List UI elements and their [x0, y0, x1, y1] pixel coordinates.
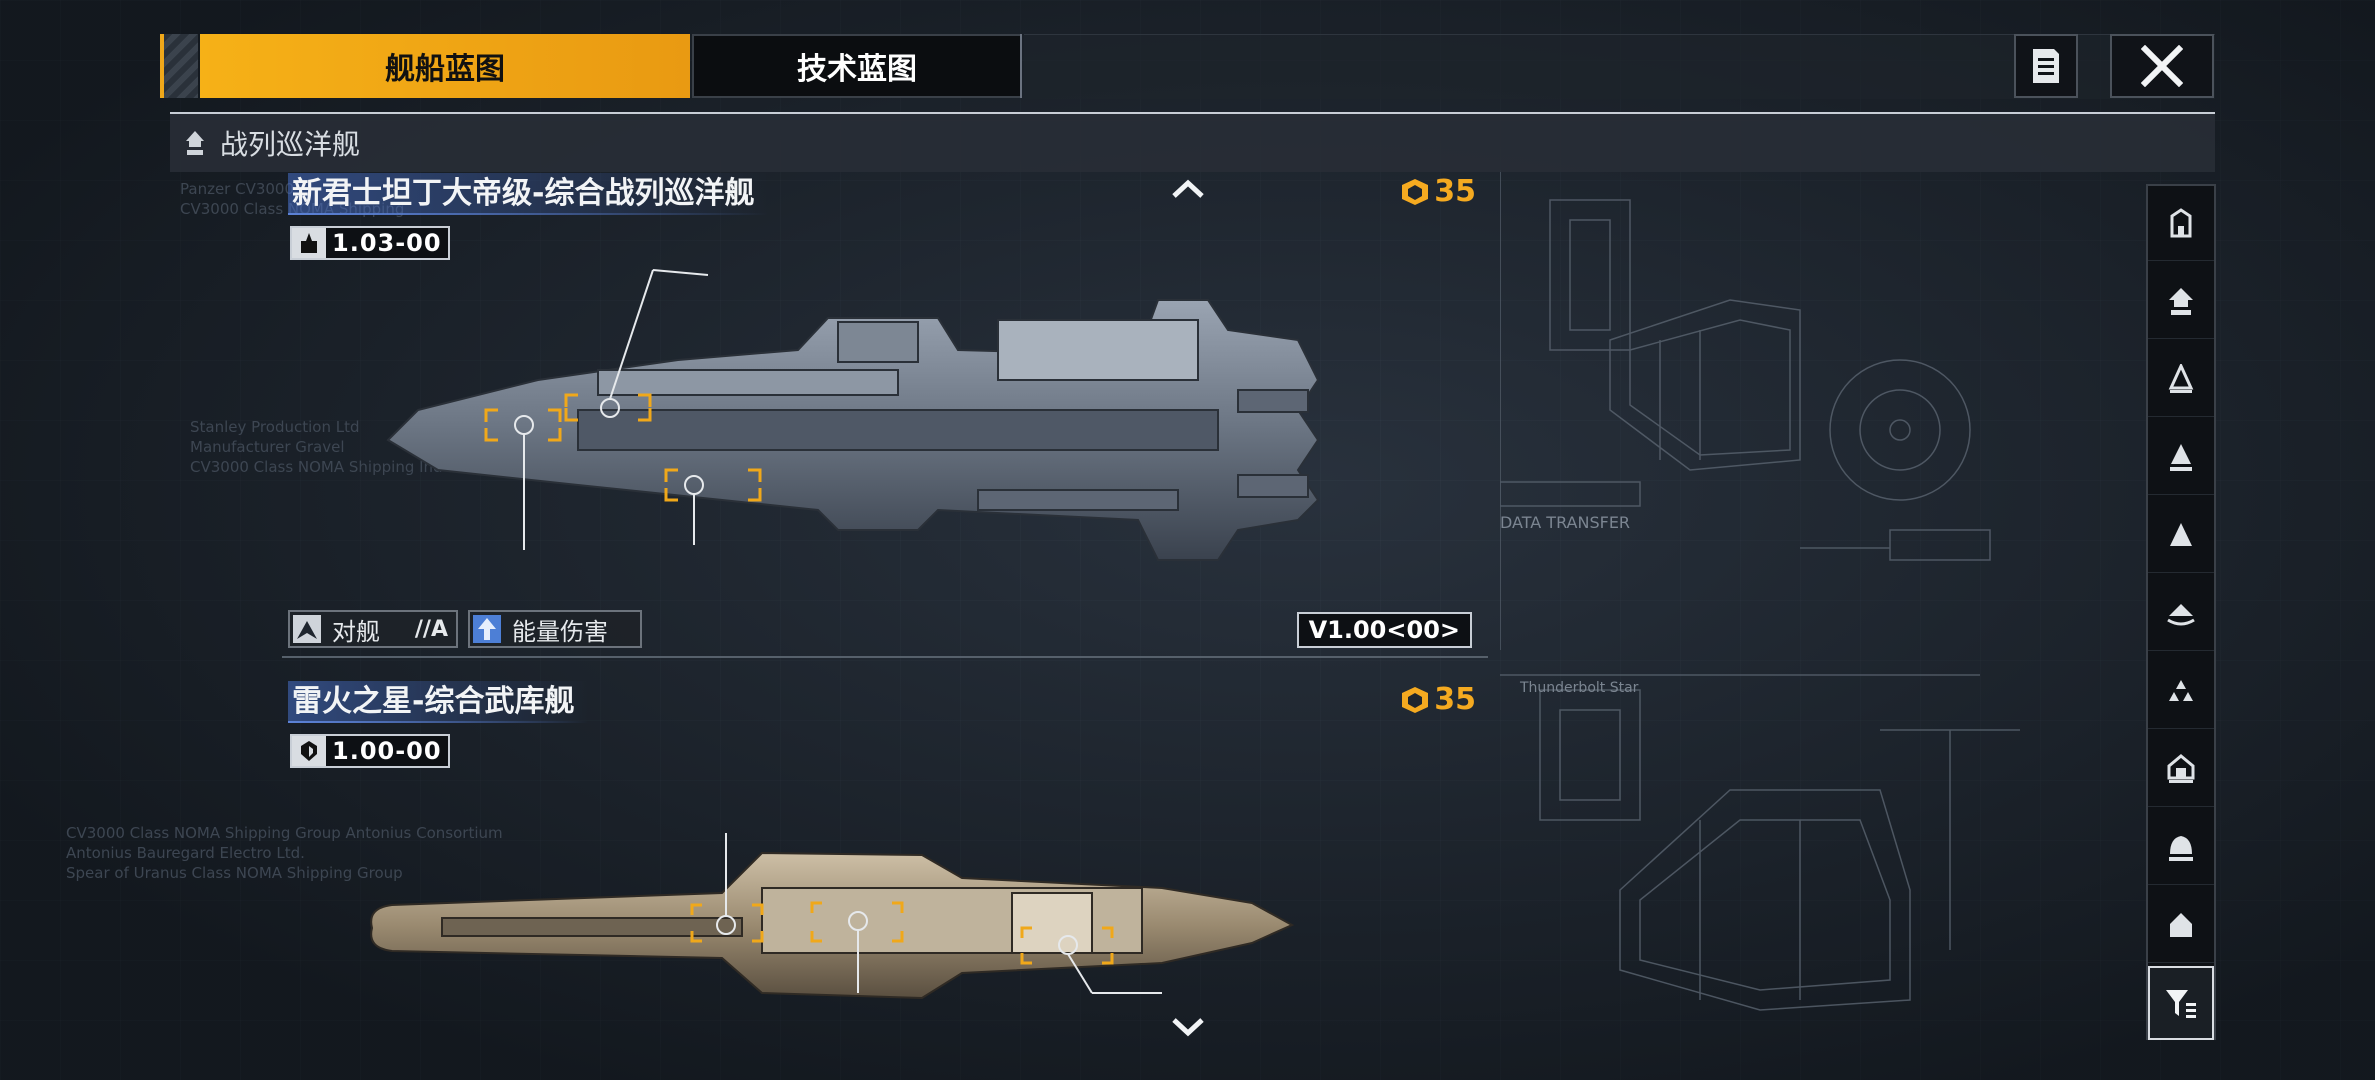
- cost-value: 35: [1434, 174, 1476, 209]
- filter-destroyer[interactable]: [2148, 264, 2214, 339]
- cost-icon: [1402, 178, 1429, 205]
- close-button[interactable]: [2110, 34, 2214, 98]
- version-number: 1.03-00: [332, 229, 442, 257]
- svg-text:Antonius Bauregard Electro Ltd: Antonius Bauregard Electro Ltd.: [66, 844, 305, 862]
- ship-type-icon: [292, 228, 326, 258]
- top-bar: 舰船蓝图 技术蓝图: [160, 34, 2215, 99]
- battleship-icon: [2170, 523, 2192, 546]
- filter-options-button[interactable]: [2148, 966, 2214, 1040]
- station-icon: [2167, 754, 2195, 783]
- capital-icon: [2170, 913, 2192, 937]
- filter-battlecruiser[interactable]: [2148, 420, 2214, 495]
- filter-icon: [2166, 990, 2196, 1018]
- role-label: 对舰: [332, 617, 380, 646]
- blueprint-schematic: DATA TRANSFER Thunderbolt Star: [1500, 170, 2020, 1011]
- tab-tech-blueprint[interactable]: 技术蓝图: [692, 34, 1022, 98]
- document-list-icon: [2033, 49, 2059, 83]
- svg-text:CV3000 Class NOMA Shipping Gro: CV3000 Class NOMA Shipping Group Antoniu…: [66, 824, 503, 842]
- filter-dreadnought[interactable]: [2148, 810, 2214, 885]
- ship-type-icon: [292, 736, 326, 766]
- version-badge: 1.03-00: [290, 226, 450, 260]
- category-title: 战列巡洋舰: [220, 128, 361, 161]
- ship-class-filter-bar: [2146, 184, 2216, 1040]
- ship-model-image: [370, 833, 1295, 1000]
- role-tag: 对舰 //A: [288, 610, 458, 648]
- close-icon: [2141, 45, 2183, 87]
- cost-icon: [1402, 686, 1429, 713]
- category-header: 战列巡洋舰: [170, 112, 2215, 172]
- filter-cruiser[interactable]: [2148, 342, 2214, 417]
- svg-text:Stanley Production Ltd: Stanley Production Ltd: [190, 418, 359, 436]
- anti-ship-icon: [290, 612, 324, 646]
- svg-text:DATA TRANSFER: DATA TRANSFER: [1500, 513, 1630, 532]
- svg-text:Thunderbolt Star: Thunderbolt Star: [1519, 680, 1639, 696]
- command-cost: 35: [1400, 682, 1476, 717]
- ship-name: 雷火之星-综合武库舰: [288, 681, 589, 723]
- filter-station[interactable]: [2148, 732, 2214, 807]
- command-cost: 35: [1400, 174, 1476, 209]
- filter-carrier[interactable]: [2148, 576, 2214, 651]
- filter-capital[interactable]: [2148, 888, 2214, 963]
- svg-text:Manufacturer Gravel: Manufacturer Gravel: [190, 438, 345, 456]
- list-button[interactable]: [2014, 34, 2078, 98]
- svg-text:Spear of Uranus Class NOMA Shi: Spear of Uranus Class NOMA Shipping Grou…: [66, 864, 403, 882]
- card-divider: [282, 656, 1488, 658]
- tab-ship-blueprint[interactable]: 舰船蓝图: [200, 34, 690, 98]
- dreadnought-icon: [2169, 836, 2193, 861]
- auxiliary-icon: [2169, 680, 2193, 701]
- cost-value: 35: [1434, 682, 1476, 717]
- version-badge: 1.00-00: [290, 734, 450, 768]
- ship-name: 新君士坦丁大帝级-综合战列巡洋舰: [288, 173, 769, 215]
- svg-text:CV3000 Class NOMA Shipping Ind: CV3000 Class NOMA Shipping Ind: [190, 458, 443, 476]
- version-number: 1.00-00: [332, 737, 442, 765]
- chevron-up-icon[interactable]: [1170, 178, 1206, 200]
- ship-card[interactable]: 雷火之星-综合武库舰 1.00-00 35: [282, 678, 1488, 1068]
- top-bar-stripe: [160, 34, 198, 98]
- battlecruiser-icon: [2170, 444, 2192, 471]
- chevron-down-icon[interactable]: [1170, 1016, 1206, 1038]
- background-annotations: Panzer CV3000 CV3000 Class NOMA Shipping…: [66, 180, 503, 882]
- blueprint-version: V1.00<00>: [1296, 612, 1472, 648]
- carrier-icon: [2167, 604, 2195, 626]
- ship-model-image: [386, 269, 1320, 561]
- filter-frigate[interactable]: [2148, 186, 2214, 261]
- filter-auxiliary[interactable]: [2148, 654, 2214, 729]
- damage-type-label: 能量伤害: [512, 617, 608, 646]
- energy-damage-icon: [470, 612, 504, 646]
- damage-type-tag: 能量伤害: [468, 610, 642, 648]
- filter-battleship[interactable]: [2148, 498, 2214, 573]
- destroyer-icon: [2169, 288, 2193, 315]
- role-grade: //A: [414, 616, 448, 642]
- ship-card[interactable]: 新君士坦丁大帝级-综合战列巡洋舰 1.03-00 35: [282, 170, 1488, 660]
- battlecruiser-class-icon: [182, 128, 208, 158]
- svg-text:Panzer CV3000: Panzer CV3000: [180, 180, 294, 198]
- frigate-icon: [2170, 208, 2192, 238]
- cruiser-icon: [2168, 364, 2194, 393]
